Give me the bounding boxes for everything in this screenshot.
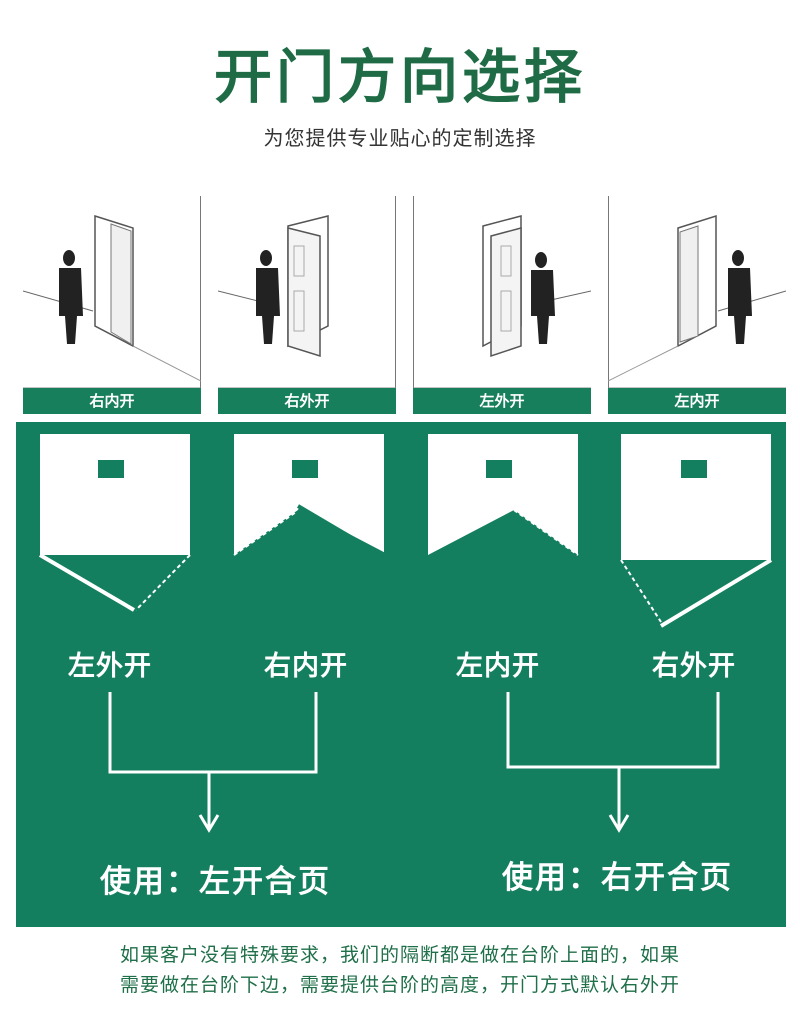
photo-label: 左内开 <box>608 388 786 414</box>
diagram-label: 左外开 <box>68 651 152 682</box>
door-scene-illustration <box>218 196 396 396</box>
photo-label: 右外开 <box>218 388 396 414</box>
door-scene-illustration <box>608 196 786 396</box>
page-subtitle: 为您提供专业贴心的定制选择 <box>263 126 537 150</box>
door-photo-right-outward: 右外开 <box>218 196 396 414</box>
diagram-label: 左内开 <box>456 651 540 682</box>
door-swing-diagram-panel: 左外开 右内开 左内开 右外开 使用：左开合页 使用：右开合页 <box>16 422 786 927</box>
diagram-label: 右内开 <box>264 651 348 682</box>
door-scene-illustration <box>23 196 201 396</box>
usage-label-left-hinge: 使用：左开合页 <box>100 864 331 900</box>
footer-note-line-1: 如果客户没有特殊要求，我们的隔断都是做在台阶上面的，如果 <box>119 944 680 966</box>
door-scene-illustration <box>413 196 591 396</box>
door-photo-right-inward: 右内开 <box>23 196 201 414</box>
diagram-label: 右外开 <box>652 651 736 682</box>
usage-label-right-hinge: 使用：右开合页 <box>502 860 733 896</box>
door-photo-left-inward: 左内开 <box>608 196 786 414</box>
page-title: 开门方向选择 <box>213 43 586 111</box>
door-swing-diagrams <box>38 434 773 833</box>
photo-label: 左外开 <box>413 388 591 414</box>
door-photo-left-outward: 左外开 <box>413 196 591 414</box>
photo-label: 右内开 <box>23 388 201 414</box>
footer-note-line-2: 需要做在台阶下边，需要提供台阶的高度，开门方式默认右外开 <box>119 974 680 996</box>
